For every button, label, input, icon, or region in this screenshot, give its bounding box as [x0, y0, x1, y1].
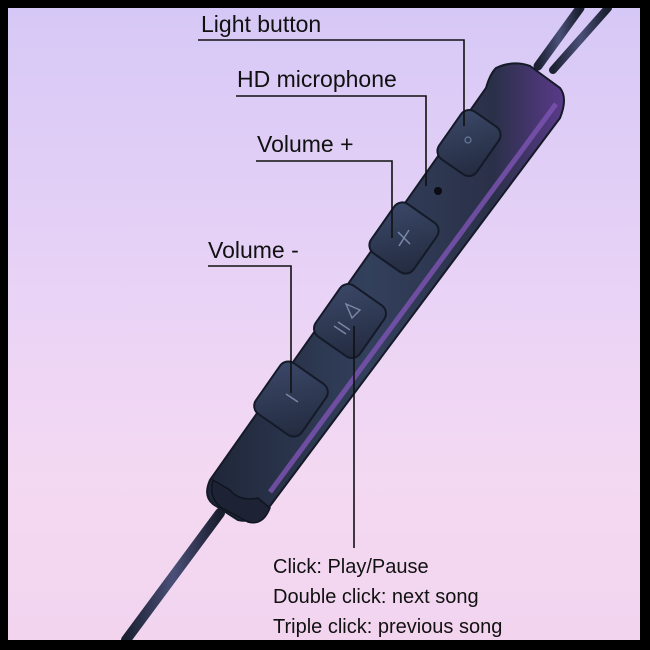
bottom-cable	[121, 508, 225, 640]
leader-lines	[198, 39, 465, 548]
label-volume-minus: Volume -	[208, 237, 299, 263]
label-hd-microphone: HD microphone	[237, 66, 397, 92]
microphone-hole	[434, 187, 442, 195]
label-light-button: Light button	[201, 11, 322, 37]
light-button-shape	[436, 108, 502, 178]
product-image: Light button HD microphone Volume + Volu…	[8, 8, 640, 640]
headphone-remote-illustration	[121, 8, 612, 640]
top-cables	[533, 8, 612, 74]
volume-plus-button-shape	[368, 201, 440, 275]
play-pause-button-shape	[313, 283, 387, 359]
instruction-click: Click: Play/Pause	[273, 556, 429, 578]
volume-minus-button-shape	[253, 360, 329, 438]
label-volume-plus: Volume +	[257, 131, 354, 157]
instruction-triple-click: Triple click: previous song	[273, 616, 503, 638]
instruction-double-click: Double click: next song	[273, 586, 479, 608]
